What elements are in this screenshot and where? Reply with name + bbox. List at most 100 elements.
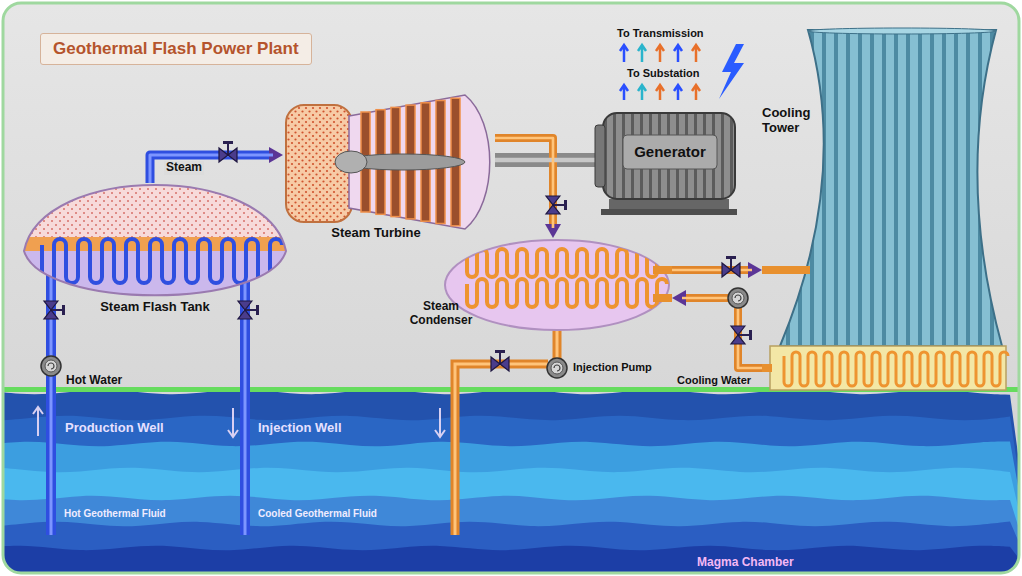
basin-coil — [784, 352, 1008, 386]
generator-cap — [595, 125, 605, 187]
pump-symbol — [728, 288, 748, 308]
pipe-connector — [150, 155, 273, 183]
part-label: Cooling Water — [677, 374, 751, 387]
valve-symbol — [722, 256, 740, 277]
earth-layer — [3, 496, 1019, 573]
generator-body — [603, 113, 735, 199]
valve-symbol — [546, 196, 567, 214]
power-arrow — [692, 45, 700, 62]
edge-label: Steam — [164, 161, 204, 175]
pump-symbol — [547, 358, 567, 378]
condenser-coil — [467, 279, 667, 307]
part-label: To Substation — [627, 67, 700, 80]
steam-condenser: Steam Condenser — [405, 238, 672, 338]
label-slot: Injection Pump — [573, 361, 652, 374]
well-pipes — [455, 330, 557, 535]
label-slot: Magma Chamber — [697, 556, 794, 570]
part-label: Hot Geothermal Fluid — [64, 508, 166, 520]
tower-inlet — [762, 270, 810, 368]
condenser-coil — [467, 249, 667, 277]
condenser-shell — [445, 240, 669, 330]
earth-layer — [3, 416, 1019, 573]
generator-box: Generator — [595, 105, 743, 217]
part-label: Magma Chamber — [697, 556, 794, 570]
label-slot: Hot Water — [66, 374, 122, 388]
flash-tank: Steam Flash Tank — [22, 183, 288, 318]
tank-interior — [42, 239, 282, 283]
cooling-tower-shape — [762, 28, 1008, 393]
flow-arrows — [435, 408, 445, 437]
part-label: To Transmission — [617, 27, 704, 40]
power-arrow — [638, 85, 646, 100]
pipe-highlight — [495, 158, 595, 163]
diagram-title: Geothermal Flash Power Plant — [53, 39, 299, 59]
label-slot: To Transmission — [617, 27, 704, 40]
pump-symbol — [41, 356, 61, 376]
part-label: Injection Well — [258, 421, 342, 436]
label-slot: Steam — [164, 161, 204, 175]
power-arrow — [692, 85, 700, 100]
coil-outlet — [653, 270, 672, 298]
label-slot: Production Well — [65, 421, 164, 436]
part-label: Injection Pump — [573, 361, 652, 374]
earth-layers — [3, 390, 1019, 573]
node-label: Steam Flash Tank — [82, 300, 228, 315]
pipe-highlight — [150, 155, 273, 183]
earth-layer — [3, 390, 1019, 573]
part-label: Cooled Geothermal Fluid — [258, 508, 377, 520]
valve-symbol — [44, 301, 65, 319]
lightning-bolt — [719, 44, 744, 99]
label-slot: Cooled Geothermal Fluid — [258, 508, 377, 520]
valve-symbol — [491, 350, 509, 371]
condenser-coil — [467, 249, 667, 307]
flash-tank-shape — [22, 183, 288, 318]
power-arrow — [620, 45, 628, 62]
power-arrow — [620, 85, 628, 100]
earth-layer — [3, 521, 1019, 573]
well-pipes — [455, 330, 557, 535]
label-slot: Injection Well — [258, 421, 342, 436]
label-slot: Cooling Water — [677, 374, 751, 387]
generator-box-shape — [595, 105, 743, 217]
power-arrow — [638, 45, 646, 62]
node-label: Steam Condenser — [405, 300, 477, 328]
earth-layer — [3, 467, 1019, 573]
valve-symbol — [238, 301, 259, 319]
power-arrow — [656, 45, 664, 62]
valve-symbol — [731, 326, 752, 344]
part-label: Hot Water — [66, 374, 122, 388]
tower-shell — [780, 30, 1002, 346]
node-label: Steam Turbine — [321, 226, 431, 241]
tank-interior — [22, 173, 288, 311]
node-label: Cooling Tower — [762, 106, 820, 136]
title-box: Geothermal Flash Power Plant — [40, 33, 312, 65]
frame-border — [3, 3, 1019, 573]
cooling-tower: Cooling Tower — [762, 28, 1008, 393]
label-slot: Hot Geothermal Fluid — [64, 508, 166, 520]
power-arrows — [620, 45, 700, 100]
steam-turbine: Steam Turbine — [283, 92, 495, 242]
drive-shaft — [495, 153, 595, 167]
generator-base — [601, 209, 737, 215]
flow-arrows — [228, 408, 238, 437]
turbine-hub — [335, 151, 367, 173]
earth-layer — [3, 546, 1019, 573]
tank-outline — [24, 185, 286, 295]
steam-turbine-shape — [283, 92, 495, 242]
power-arrow — [674, 45, 682, 62]
flow-arrows — [33, 407, 43, 436]
part-label: Production Well — [65, 421, 164, 436]
pipe-highlight — [495, 138, 553, 228]
tower-rim — [808, 28, 996, 34]
pipe-connector — [495, 138, 553, 228]
valve-symbol — [219, 141, 237, 162]
pipe-highlight — [682, 298, 762, 368]
power-arrow — [656, 85, 664, 100]
node-label: Generator — [623, 143, 717, 160]
earth-layer — [3, 442, 1019, 573]
power-arrow — [674, 85, 682, 100]
label-slot: To Substation — [627, 67, 700, 80]
flow-arrows — [33, 407, 445, 437]
